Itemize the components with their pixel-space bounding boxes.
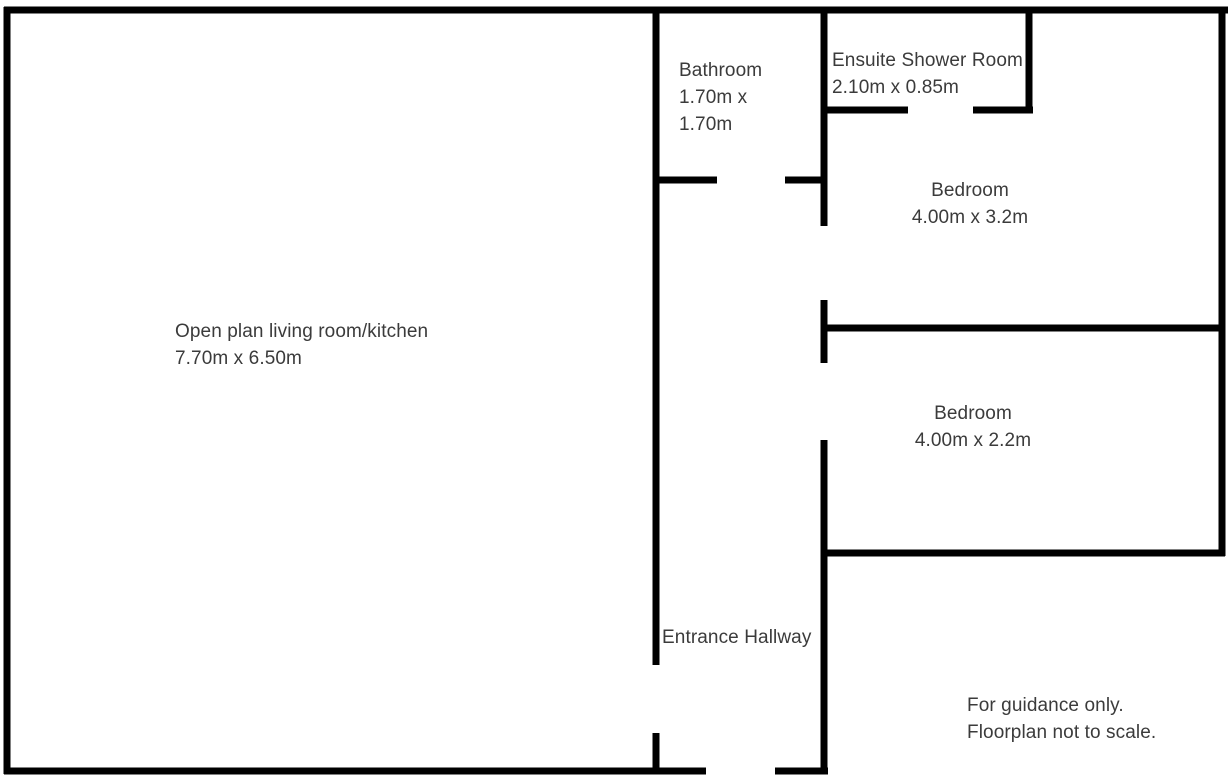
room-label-living: Open plan living room/kitchen 7.70m x 6.… xyxy=(175,321,429,369)
floorplan-disclaimer: For guidance only. Floorplan not to scal… xyxy=(967,695,1157,743)
room-label-bedroom-1: Bedroom 4.00m x 3.2m xyxy=(911,180,1029,228)
room-label-ensuite: Ensuite Shower Room 2.10m x 0.85m xyxy=(832,50,1023,98)
room-label-bedroom-2: Bedroom 4.00m x 2.2m xyxy=(914,403,1032,451)
room-label-bathroom: Bathroom 1.70m x 1.70m xyxy=(679,60,763,135)
room-label-hallway: Entrance Hallway xyxy=(662,627,812,648)
